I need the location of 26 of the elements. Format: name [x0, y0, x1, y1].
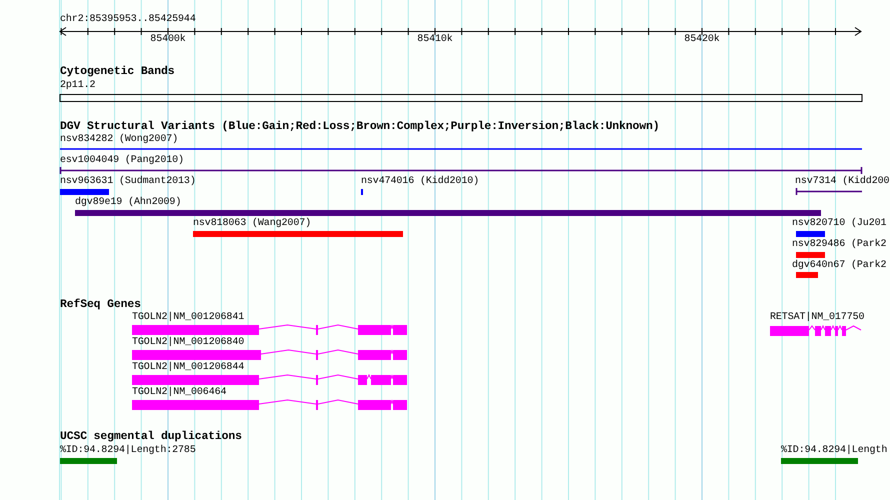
- track-title: Cytogenetic Bands: [60, 66, 175, 79]
- tick-label: 85420k: [684, 34, 720, 46]
- feature-label: %ID:94.8294|Length: [781, 445, 888, 457]
- feature-label: TGOLN2|NM_001206841: [132, 312, 244, 324]
- feature-label: nsv474016 (Kidd2010): [361, 176, 480, 188]
- feature-label: %ID:94.8294|Length:2785: [60, 445, 196, 457]
- track-title: RefSeq Genes: [60, 299, 141, 312]
- tick-label: 85410k: [417, 34, 453, 46]
- track-title: UCSC segmental duplications: [60, 431, 242, 444]
- feature-label: TGOLN2|NM_001206844: [132, 362, 244, 374]
- feature-label: dgv640n67 (Park2: [792, 260, 886, 272]
- feature-label: nsv7314 (Kidd200: [795, 176, 890, 188]
- tick-label: 85400k: [150, 34, 186, 46]
- feature-label: TGOLN2|NM_001206840: [132, 337, 244, 349]
- feature-label: TGOLN2|NM_006464: [132, 387, 226, 399]
- feature-label: esv1004049 (Pang2010): [60, 155, 184, 167]
- feature-label: nsv963631 (Sudmant2013): [60, 176, 196, 188]
- coordinate-label: chr2:85395953..85425944: [60, 14, 196, 26]
- feature-label: nsv820710 (Ju201: [792, 218, 886, 230]
- feature-label: 2p11.2: [60, 80, 96, 92]
- feature-label: nsv829486 (Park2: [792, 239, 886, 251]
- feature-label: nsv834282 (Wong2007): [60, 134, 178, 146]
- feature-label: nsv818063 (Wang2007): [193, 218, 312, 230]
- feature-label: RETSAT|NM_017750: [770, 312, 864, 324]
- track-title: DGV Structural Variants (Blue:Gain;Red:Loss;Brown:Complex;Purple:Inversion;Black:Unknown): [60, 121, 660, 134]
- feature-label: dgv89e19 (Ahn2009): [75, 197, 182, 209]
